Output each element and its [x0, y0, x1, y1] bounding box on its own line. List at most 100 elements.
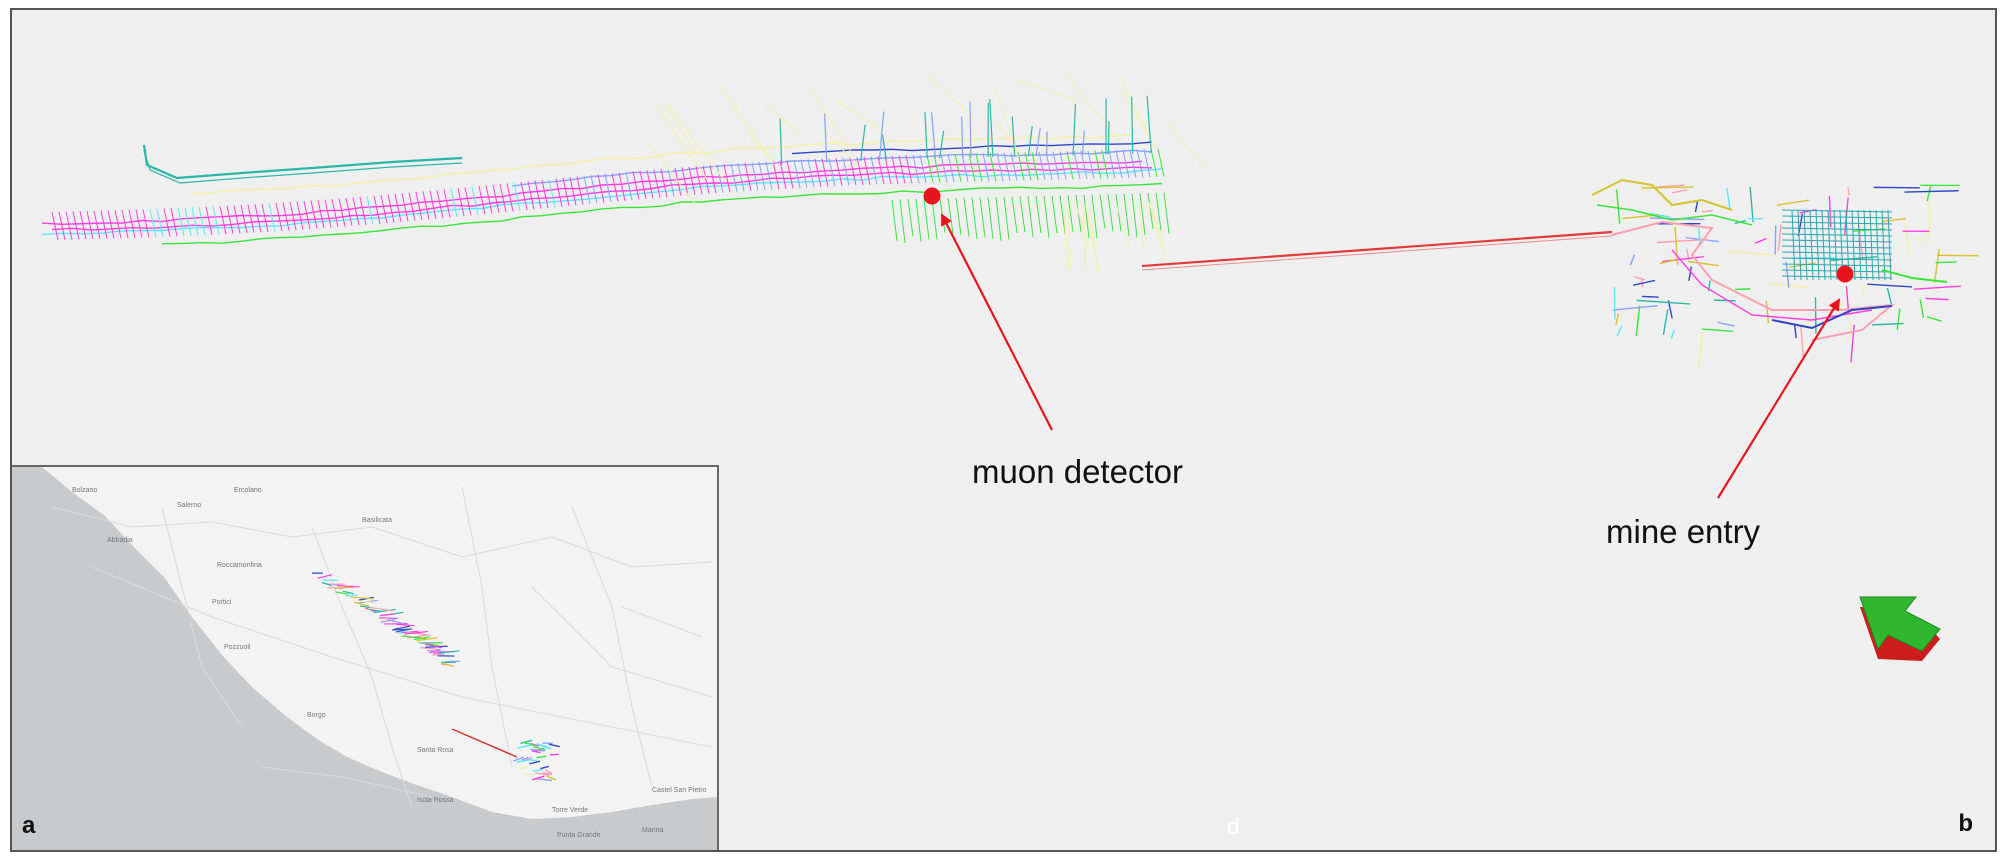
tunnel-crosscut: [989, 152, 997, 182]
tunnel-drift: [41, 160, 1143, 226]
tunnel-crosscut: [443, 189, 451, 218]
tunnel-crosscut: [954, 153, 962, 183]
mine-tunnel-map: [41, 73, 1979, 661]
tunnel-raise: [1131, 96, 1134, 154]
tunnel-crosscut: [212, 206, 220, 235]
tunnel-offshoot: [837, 101, 884, 131]
tunnel-segment: [1688, 260, 1720, 267]
tunnel-offshoot: [1083, 204, 1086, 269]
tunnel-offshoot: [1148, 202, 1166, 258]
tunnel-crosscut: [485, 185, 493, 214]
inset-tunnel-segment: [532, 769, 543, 772]
tunnel-segment: [1774, 225, 1777, 255]
tunnel-crosscut: [963, 197, 970, 237]
tunnel-crosscut: [1791, 209, 1796, 281]
tunnel-crosscut: [359, 196, 367, 225]
tunnel-crosscut: [499, 183, 507, 213]
tunnel-raise: [938, 130, 945, 159]
tunnel-crosscut: [408, 192, 416, 221]
tunnel-crosscut: [765, 161, 773, 190]
tunnel-segment: [1785, 262, 1790, 288]
inset-tunnel-segment: [533, 746, 546, 751]
eastern-tunnel-network: [1591, 178, 1979, 370]
tunnel-segment: [1674, 226, 1679, 265]
tunnel-raise: [824, 113, 828, 163]
tunnel-crosscut: [933, 154, 941, 183]
tunnel-raise: [779, 118, 783, 165]
tunnel-drift: [1781, 239, 1893, 243]
tunnel-segment: [1926, 186, 1932, 202]
inset-tunnel-segment: [429, 648, 441, 654]
tunnel-crosscut: [709, 165, 717, 194]
tunnel-crosscut: [345, 197, 353, 227]
tunnel-segment: [1914, 236, 1929, 242]
map-place-label: Abbadia: [107, 537, 133, 544]
tunnel-crosscut: [1163, 192, 1170, 234]
tunnel-drift: [1781, 275, 1893, 279]
tunnel-crosscut: [464, 187, 472, 216]
map-place-label: Isola Rossa: [417, 797, 454, 804]
inset-tunnel-segment: [355, 600, 377, 604]
tunnel-crosscut: [947, 154, 955, 183]
inset-road: [621, 606, 703, 638]
tunnel-offshoot: [655, 105, 710, 183]
muon-detector-pointer: [941, 213, 1053, 431]
tunnel-crosscut: [261, 203, 269, 232]
tunnel-segment: [1919, 299, 1925, 319]
mine-entry-pointer: [1717, 298, 1841, 499]
tunnel-offshoot: [720, 85, 770, 159]
tunnel-crosscut: [926, 154, 934, 183]
tunnel-offshoot: [664, 105, 699, 157]
inset-tunnel-segment: [401, 635, 426, 640]
tunnel-crosscut: [987, 197, 994, 239]
inset-tunnel-segment: [368, 608, 383, 613]
tunnel-crosscut: [58, 211, 66, 240]
tunnel-crosscut: [632, 171, 640, 200]
figure-frame: muon detector mine entry b d Bolzano Erc…: [10, 8, 1997, 852]
tunnel-crosscut: [135, 209, 143, 238]
inset-tunnel-segment: [530, 748, 545, 752]
tunnel-offshoot: [924, 73, 968, 112]
tunnel-raise: [930, 112, 937, 159]
tunnel-segment: [1616, 325, 1623, 337]
tunnel-crosscut: [450, 188, 458, 217]
tunnel-crosscut: [541, 179, 549, 209]
tunnel-offshoot: [1166, 122, 1207, 170]
tunnel-crosscut: [723, 164, 731, 193]
inset-road: [461, 486, 513, 768]
tunnel-crosscut: [1101, 150, 1109, 179]
tunnel-crosscut: [1157, 148, 1165, 177]
tunnel-crosscut: [373, 195, 381, 224]
inset-tunnel-segment: [438, 650, 460, 655]
tunnel-drift: [1781, 269, 1893, 273]
tunnel-crosscut: [72, 211, 80, 240]
panel-label-b: b: [1958, 810, 1973, 837]
map-place-label: Portici: [212, 599, 232, 606]
tunnel-segment: [1633, 275, 1646, 281]
tunnel-crosscut: [940, 154, 948, 183]
tunnel-crosscut: [1066, 151, 1074, 180]
inset-tunnel-segment: [524, 773, 536, 776]
tunnel-crosscut: [1024, 152, 1032, 181]
inset-tunnel-segment: [516, 758, 533, 763]
tunnel-segment: [1904, 222, 1910, 254]
tunnel-crosscut: [191, 207, 199, 236]
tunnel-drift: [1781, 209, 1893, 213]
north-arrow-icon: [1859, 596, 1941, 661]
tunnel-crosscut: [156, 208, 164, 237]
inset-tunnel-segment: [404, 630, 429, 635]
tunnel-segment: [1861, 284, 1867, 296]
tunnel-drift: [142, 144, 463, 180]
inset-tunnel-segment: [336, 585, 360, 588]
tunnel-segment: [1935, 261, 1957, 264]
tunnel-crosscut: [625, 172, 633, 201]
tunnel-drift: [1781, 263, 1893, 267]
tunnel-crosscut: [1797, 209, 1802, 281]
tunnel-crosscut: [961, 153, 969, 182]
tunnel-offshoot: [747, 133, 775, 164]
tunnel-segment: [1765, 301, 1770, 324]
tunnel-crosscut: [303, 200, 311, 230]
tunnel-crosscut: [1155, 192, 1162, 231]
tunnel-segment: [1727, 250, 1775, 257]
inset-roads: [51, 486, 713, 808]
